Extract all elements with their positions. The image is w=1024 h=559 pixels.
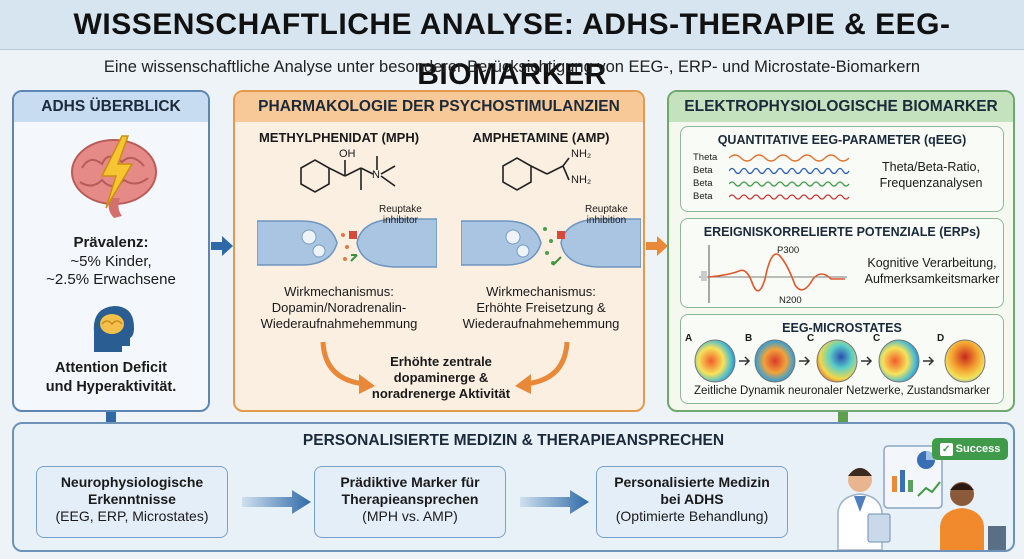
head-brain-icon bbox=[93, 306, 134, 352]
prevalence-adults: ~2.5% Erwachsene bbox=[46, 271, 176, 288]
prevalence-label: Prävalenz: bbox=[73, 234, 149, 251]
electrophysiology-panel: ELEKTROPHYSIOLOGISCHE BIOMARKER QUANTITA… bbox=[667, 90, 1015, 412]
pharma-result: Erhöhte zentrale dopaminerge & noradrene… bbox=[371, 354, 511, 401]
qeeg-box: QUANTITATIVE EEG-PARAMETER (qEEG) Theta … bbox=[680, 126, 1004, 212]
microstate-label-d: D bbox=[937, 333, 945, 344]
mph-synapse-icon bbox=[257, 218, 437, 268]
pharmacology-panel: PHARMAKOLOGIE DER PSYCHOSTIMULANZIEN MET… bbox=[233, 90, 645, 412]
prevalence-children: ~5% Kinder, bbox=[70, 253, 152, 270]
microstate-label-c2: C bbox=[873, 333, 881, 344]
qeeg-description: Theta/Beta-Ratio, Frequenzanalysen bbox=[879, 160, 983, 190]
mph-n-label: N bbox=[372, 169, 380, 181]
qeeg-title: QUANTITATIVE EEG-PARAMETER (qEEG) bbox=[717, 133, 967, 147]
arrow-right-icon bbox=[211, 236, 233, 256]
adhs-panel-header: ADHS ÜBERBLICK bbox=[14, 92, 208, 122]
erp-box: EREIGNISKORRELIERTE POTENZIALE (ERPs) P3… bbox=[680, 218, 1004, 308]
amp-molecule-icon bbox=[502, 157, 570, 191]
arrow-right-icon bbox=[520, 490, 589, 514]
convergence-arrows-icon bbox=[320, 341, 570, 394]
bottom-panel-header: PERSONALISIERTE MEDIZIN & THERAPIEANSPRE… bbox=[302, 432, 725, 449]
pharma-panel-header: PHARMAKOLOGIE DER PSYCHOSTIMULANZIEN bbox=[235, 92, 643, 122]
personalized-medicine-panel: PERSONALISIERTE MEDIZIN & THERAPIEANSPRE… bbox=[12, 422, 1015, 552]
success-badge: ✓Success bbox=[932, 438, 1008, 460]
microstates-box: EEG-MICROSTATES A B C C D Zeitliche Dyna… bbox=[680, 314, 1004, 404]
microstate-label-c1: C bbox=[807, 333, 815, 344]
erp-description: Kognitive Verarbeitung, Aufmerksamkeitsm… bbox=[864, 256, 1000, 286]
mph-mechanism: Wirkmechanismus: Dopamin/Noradrenalin- W… bbox=[260, 284, 418, 331]
adhs-overview-panel: ADHS ÜBERBLICK Prävalenz: ~5% Kinder, ~2… bbox=[12, 90, 210, 412]
microstates-caption: Zeitliche Dynamik neuronaler Netzwerke, … bbox=[694, 385, 990, 397]
definition-line2: und Hyperaktivität. bbox=[45, 379, 177, 395]
card-predictive-markers: Prädiktive Marker für Therapieansprechen… bbox=[314, 466, 506, 538]
eeg-waves-icon bbox=[729, 154, 850, 200]
mph-reuptake-note: Reuptake inhibitor bbox=[379, 204, 422, 226]
amp-mechanism: Wirkmechanismus: Erhöhte Freisetzung & W… bbox=[462, 284, 620, 331]
microstate-label-b: B bbox=[745, 333, 753, 344]
microstate-maps-icon bbox=[694, 339, 986, 383]
amp-nh2-upper: NH₂ bbox=[571, 148, 592, 160]
amp-reuptake-note: Reuptake inhibition bbox=[585, 204, 628, 226]
mph-title: METHYLPHENIDAT (MPH) bbox=[258, 130, 420, 145]
amp-synapse-icon bbox=[461, 218, 641, 268]
card-neurophysiology: Neurophysiologische Erkenntnisse (EEG, E… bbox=[36, 466, 228, 538]
n200-label: N200 bbox=[779, 295, 802, 306]
definition-line1: Attention Deficit bbox=[55, 360, 167, 376]
amp-title: AMPHETAMINE (AMP) bbox=[472, 130, 610, 145]
brain-lightning-icon bbox=[71, 135, 157, 218]
amp-nh2-lower: NH₂ bbox=[571, 174, 592, 186]
erp-title: EREIGNISKORRELIERTE POTENZIALE (ERPs) bbox=[703, 225, 981, 239]
mph-oh-label: OH bbox=[339, 148, 356, 160]
page-title: WISSENSCHAFTLICHE ANALYSE: ADHS-THERAPIE… bbox=[0, 0, 1024, 91]
card-personalized-medicine: Personalisierte Medizin bei ADHS (Optimi… bbox=[596, 466, 788, 538]
elec-panel-header: ELEKTROPHYSIOLOGISCHE BIOMARKER bbox=[669, 92, 1013, 122]
qeeg-wave-labels: Theta Beta Beta Beta bbox=[693, 152, 718, 202]
erp-waveform-icon bbox=[699, 245, 847, 303]
page-subtitle: Eine wissenschaftliche Analyse unter bes… bbox=[103, 58, 921, 76]
p300-label: P300 bbox=[777, 245, 800, 256]
microstate-label-a: A bbox=[685, 333, 693, 344]
arrow-right-icon bbox=[242, 490, 311, 514]
check-icon: ✓ bbox=[939, 443, 953, 456]
arrow-right-orange-icon bbox=[646, 236, 668, 256]
mph-molecule-icon bbox=[300, 156, 396, 193]
doctor-patient-illustration bbox=[837, 445, 1006, 550]
microstates-title: EEG-MICROSTATES bbox=[782, 321, 902, 335]
